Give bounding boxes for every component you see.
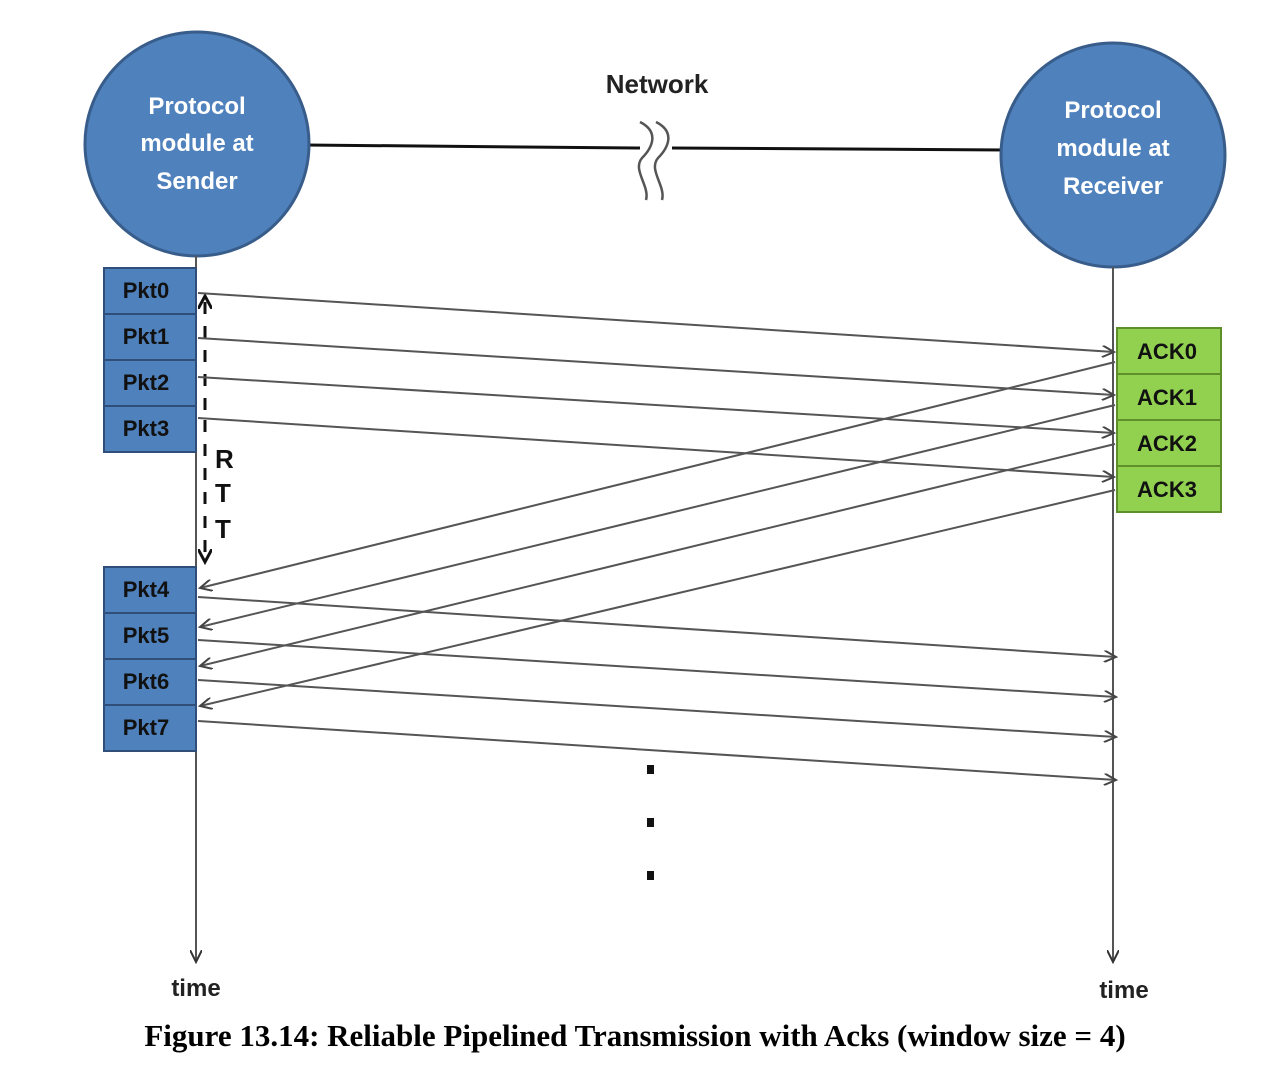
packet-box: Pkt4 (103, 566, 197, 614)
packet-arrow (197, 376, 1114, 433)
network-break-icon (637, 120, 670, 201)
figure-caption: Figure 13.14: Reliable Pipelined Transmi… (144, 1018, 1126, 1053)
ack-label: ACK2 (1137, 431, 1197, 456)
packet-arrow (197, 292, 1114, 352)
time-label-sender: time (171, 975, 220, 1002)
packet-arrow (197, 337, 1114, 395)
packet-label: Pkt1 (123, 324, 169, 349)
rtt-letter-r: R (215, 444, 234, 474)
network-link: Network (304, 69, 1006, 201)
packet-window-2: Pkt4 Pkt5 Pkt6 Pkt7 (103, 566, 197, 752)
sender-label-line3: Sender (156, 168, 237, 195)
packet-box: Pkt0 (103, 267, 197, 315)
ack-arrow (200, 443, 1116, 666)
ack-label: ACK1 (1137, 385, 1197, 410)
packet-box: Pkt2 (103, 359, 197, 407)
ack-box: ACK3 (1116, 465, 1222, 513)
packet-arrow (197, 417, 1114, 477)
packet-box: Pkt5 (103, 612, 197, 660)
receiver-label-line2: module at (1056, 135, 1169, 162)
packet-box: Pkt1 (103, 313, 197, 361)
packet-arrow (197, 639, 1116, 697)
packet-box: Pkt6 (103, 658, 197, 706)
sender-node: Protocol module at Sender (83, 30, 311, 258)
receiver-label-line3: Receiver (1063, 173, 1163, 200)
packet-box: Pkt7 (103, 704, 197, 752)
packet-arrow (197, 720, 1116, 780)
sender-label-line1: Protocol (148, 93, 245, 120)
receiver-node: Protocol module at Receiver (999, 41, 1227, 269)
packet-label: Pkt2 (123, 370, 169, 395)
packet-box: Pkt3 (103, 405, 197, 453)
packet-label: Pkt5 (123, 623, 169, 648)
ack-box: ACK1 (1116, 373, 1222, 421)
ack-label: ACK0 (1137, 339, 1197, 364)
continuation-ellipsis (647, 765, 654, 880)
rtt-letter-t1: T (215, 478, 231, 508)
rtt-letter-t2: T (215, 514, 231, 544)
ack-box: ACK0 (1116, 327, 1222, 375)
packet-arrow (197, 679, 1116, 737)
packet-label: Pkt3 (123, 416, 169, 441)
packet-arrows-window-2 (197, 596, 1116, 780)
packet-window-1: Pkt0 Pkt1 Pkt2 Pkt3 (103, 267, 197, 453)
ack-arrow (200, 361, 1116, 588)
time-label-receiver: time (1099, 977, 1148, 1004)
ack-boxes: ACK0 ACK1 ACK2 ACK3 (1116, 327, 1222, 513)
network-label: Network (606, 69, 709, 99)
packet-label: Pkt0 (123, 278, 169, 303)
packet-label: Pkt6 (123, 669, 169, 694)
packet-label: Pkt4 (123, 577, 170, 602)
ack-label: ACK3 (1137, 477, 1197, 502)
packet-label: Pkt7 (123, 715, 169, 740)
ack-box: ACK2 (1116, 419, 1222, 467)
receiver-label-line1: Protocol (1064, 97, 1161, 124)
ack-arrow (200, 404, 1116, 627)
packet-arrow (197, 596, 1116, 657)
rtt-indicator: R T T (205, 296, 234, 562)
ack-arrows (200, 361, 1116, 706)
sender-label-line2: module at (140, 130, 253, 157)
ack-arrow (200, 489, 1116, 706)
packet-arrows-window-1 (197, 292, 1114, 477)
